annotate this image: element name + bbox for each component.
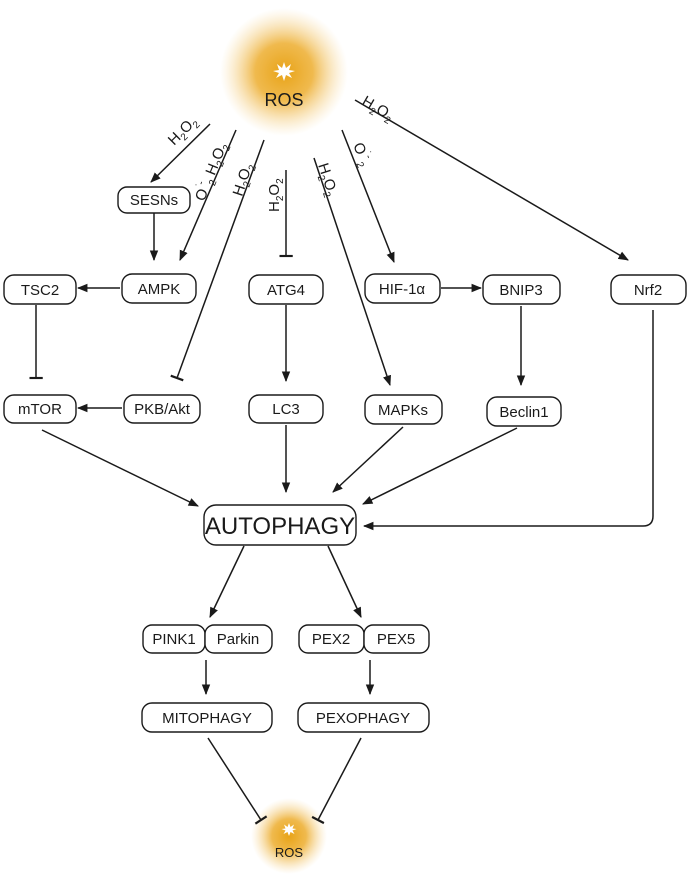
node-pex5-label: PEX5 [377,631,415,648]
node-bnip3-label: BNIP3 [499,282,542,299]
edge-autophagy-pink1 [209,545,245,618]
ros-edges [150,99,629,386]
node-mapks: MAPKs [364,394,443,425]
edge-ros-pkbakt [170,139,265,382]
node-atg4: ATG4 [248,274,324,305]
node-autophagy-label: AUTOPHAGY [205,513,355,540]
node-hif1a-label: HIF-1α [379,281,426,298]
node-lc3: LC3 [248,394,324,424]
starburst-icon [281,823,297,836]
node-pex2-pex5: PEX2 PEX5 [298,624,430,654]
label-h2o2: H2O2 [165,113,203,151]
node-lc3-label: LC3 [272,401,300,418]
node-pexophagy-label: PEXOPHAGY [316,710,410,727]
label-h2o2: H2O2 [266,178,286,212]
node-nrf2: Nrf2 [610,274,687,305]
edge-mapks-autophagy [332,426,404,493]
node-pink1-label: PINK1 [152,631,195,648]
label-h2o2: H2O2 [358,93,398,127]
node-autophagy: AUTOPHAGY [203,504,357,546]
node-pink1-parkin: PINK1 Parkin [142,624,273,654]
edge-ros-nrf2 [354,99,629,261]
edge-beclin1-autophagy [362,427,518,505]
node-pexophagy: PEXOPHAGY [297,702,430,733]
node-atg4-label: ATG4 [267,282,305,299]
node-mapks-label: MAPKs [378,402,428,419]
node-mitophagy: MITOPHAGY [141,702,273,733]
label-superoxide: O˙-2 [347,139,377,170]
ros-bottom-source: ROS [251,798,327,874]
node-ampk: AMPK [121,273,197,304]
node-nrf2-label: Nrf2 [634,282,662,299]
ros-top-label: ROS [264,90,303,110]
node-ampk-label: AMPK [138,281,181,298]
pathway-edges [29,213,654,825]
ros-bottom-label: ROS [275,845,304,860]
edge-ros-mapks [313,157,391,386]
node-beclin1: Beclin1 [486,396,562,427]
edge-ros-ampk [179,129,237,261]
node-parkin-label: Parkin [217,631,260,648]
label-superoxide-h2o2: O˙-2H2O2 [190,139,234,205]
node-mitophagy-label: MITOPHAGY [162,710,252,727]
starburst-icon [273,62,295,81]
node-sesns-label: SESNs [130,192,178,209]
ros-top-source: ROS [220,8,348,136]
node-pkb-akt-label: PKB/Akt [134,401,191,418]
node-tsc2-label: TSC2 [21,282,59,299]
node-pex2-label: PEX2 [312,631,350,648]
node-tsc2: TSC2 [3,274,77,305]
edge-nrf2-autophagy [362,310,654,531]
edge-pexophagy-ros [311,737,362,825]
node-sesns: SESNs [117,186,191,214]
edge-mitophagy-ros [207,737,268,825]
node-hif1a: HIF-1α [364,273,441,304]
node-mtor-label: mTOR [18,401,62,418]
label-h2o2: H2O2 [311,161,341,200]
node-bnip3: BNIP3 [482,274,561,305]
node-beclin1-label: Beclin1 [499,404,548,421]
edge-ros-hif1a [341,129,395,263]
edge-mtor-autophagy [41,429,199,507]
node-mtor: mTOR [3,394,77,424]
edge-ros-sesns [150,123,211,183]
node-pkb-akt: PKB/Akt [123,394,201,424]
label-h2o2: H2O2 [230,161,260,200]
edge-autophagy-pex [327,545,362,618]
